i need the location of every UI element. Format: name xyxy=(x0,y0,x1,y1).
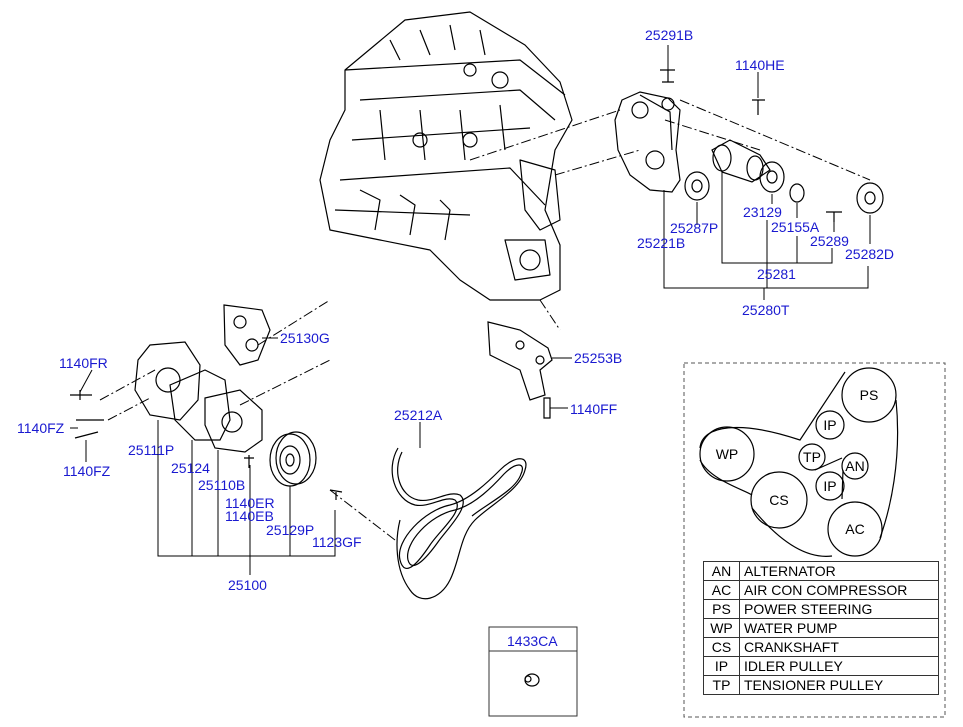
legend-abbr: PS xyxy=(703,599,740,619)
legend-desc: CRANKSHAFT xyxy=(739,637,939,657)
legend-desc: IDLER PULLEY xyxy=(739,656,939,676)
pulley-tp-circle xyxy=(798,443,826,471)
part-label-25287P[interactable]: 25287P xyxy=(670,220,719,236)
part-label-1123GF[interactable]: 1123GF xyxy=(312,534,362,550)
pulley-wp-circle xyxy=(699,426,755,482)
belt-routing-diagram xyxy=(699,367,899,557)
pulley-label-wp: WP xyxy=(716,446,739,462)
legend-abbr: CS xyxy=(703,637,740,657)
belt-drawing xyxy=(391,447,527,600)
part-label-1140FR[interactable]: 1140FR xyxy=(59,355,108,371)
part-label-25212A[interactable]: 25212A xyxy=(394,407,443,423)
part-label-25282D[interactable]: 25282D xyxy=(845,246,895,262)
part-label-1140FZ-lower[interactable]: 1140FZ xyxy=(63,463,111,479)
part-label-1140EB[interactable]: 1140EB xyxy=(225,508,274,524)
part-label-25130G[interactable]: 25130G xyxy=(280,330,330,346)
bracket-drawing xyxy=(487,321,553,419)
part-label-1433CA[interactable]: 1433CA xyxy=(507,633,558,649)
grommet-icon xyxy=(524,673,540,687)
dash-dot-reference-lines xyxy=(99,99,871,541)
belt-routing-box xyxy=(683,362,946,718)
pulley-an-circle xyxy=(841,452,869,480)
legend-desc: ALTERNATOR xyxy=(739,561,939,581)
legend-desc: POWER STEERING xyxy=(739,599,939,619)
legend-abbr: WP xyxy=(703,618,740,638)
part-label-1140FF[interactable]: 1140FF xyxy=(570,401,618,417)
pulley-cs-circle xyxy=(750,471,808,529)
part-label-25289[interactable]: 25289 xyxy=(810,233,849,249)
legend-desc: TENSIONER PULLEY xyxy=(739,675,939,695)
pulley-ip-bottom-circle xyxy=(815,471,845,501)
pulley-label-ac: AC xyxy=(845,521,864,537)
part-1433CA-box xyxy=(488,626,578,717)
tensioner-assembly-drawing xyxy=(614,69,884,222)
part-label-23129[interactable]: 23129 xyxy=(743,204,782,220)
pulley-label-tp: TP xyxy=(803,449,821,465)
part-label-25129P[interactable]: 25129P xyxy=(266,522,315,538)
legend-abbr: TP xyxy=(703,675,740,695)
part-label-1140ER[interactable]: 1140ER xyxy=(225,495,275,511)
pulley-label-an: AN xyxy=(845,458,864,474)
legend-desc: AIR CON COMPRESSOR xyxy=(739,580,939,600)
part-label-1140FZ-upper[interactable]: 1140FZ xyxy=(17,420,65,436)
pulley-ac-circle xyxy=(827,501,883,557)
legend-abbr: AN xyxy=(703,561,740,581)
pulley-label-ps: PS xyxy=(860,387,879,403)
part-label-25124[interactable]: 25124 xyxy=(171,460,210,476)
part-label-25111P[interactable]: 25111P xyxy=(128,442,175,458)
part-label-25280T[interactable]: 25280T xyxy=(742,302,790,318)
part-label-25100[interactable]: 25100 xyxy=(228,577,267,593)
legend-abbr: IP xyxy=(703,656,740,676)
part-label-1140HE[interactable]: 1140HE xyxy=(735,57,785,73)
legend-abbr: AC xyxy=(703,580,740,600)
part-label-25110B[interactable]: 25110B xyxy=(198,477,246,493)
part-label-25221B[interactable]: 25221B xyxy=(637,235,686,251)
legend-desc: WATER PUMP xyxy=(739,618,939,638)
pulley-labels: PS IP WP TP AN IP CS AC xyxy=(716,387,879,537)
pulley-label-ip-top: IP xyxy=(823,417,836,433)
pulley-ps-circle xyxy=(841,367,897,423)
pulley-label-cs: CS xyxy=(769,492,788,508)
pulley-label-ip-bottom: IP xyxy=(823,478,836,494)
part-label-25291B[interactable]: 25291B xyxy=(645,27,694,43)
part-label-25155A[interactable]: 25155A xyxy=(771,219,820,235)
part-label-25281[interactable]: 25281 xyxy=(757,266,796,282)
water-pump-drawing xyxy=(70,304,343,500)
part-label-25253B[interactable]: 25253B xyxy=(574,350,623,366)
engine-block-drawing xyxy=(319,11,573,301)
leader-lines xyxy=(70,45,871,575)
pulley-ip-top-circle xyxy=(815,410,845,440)
